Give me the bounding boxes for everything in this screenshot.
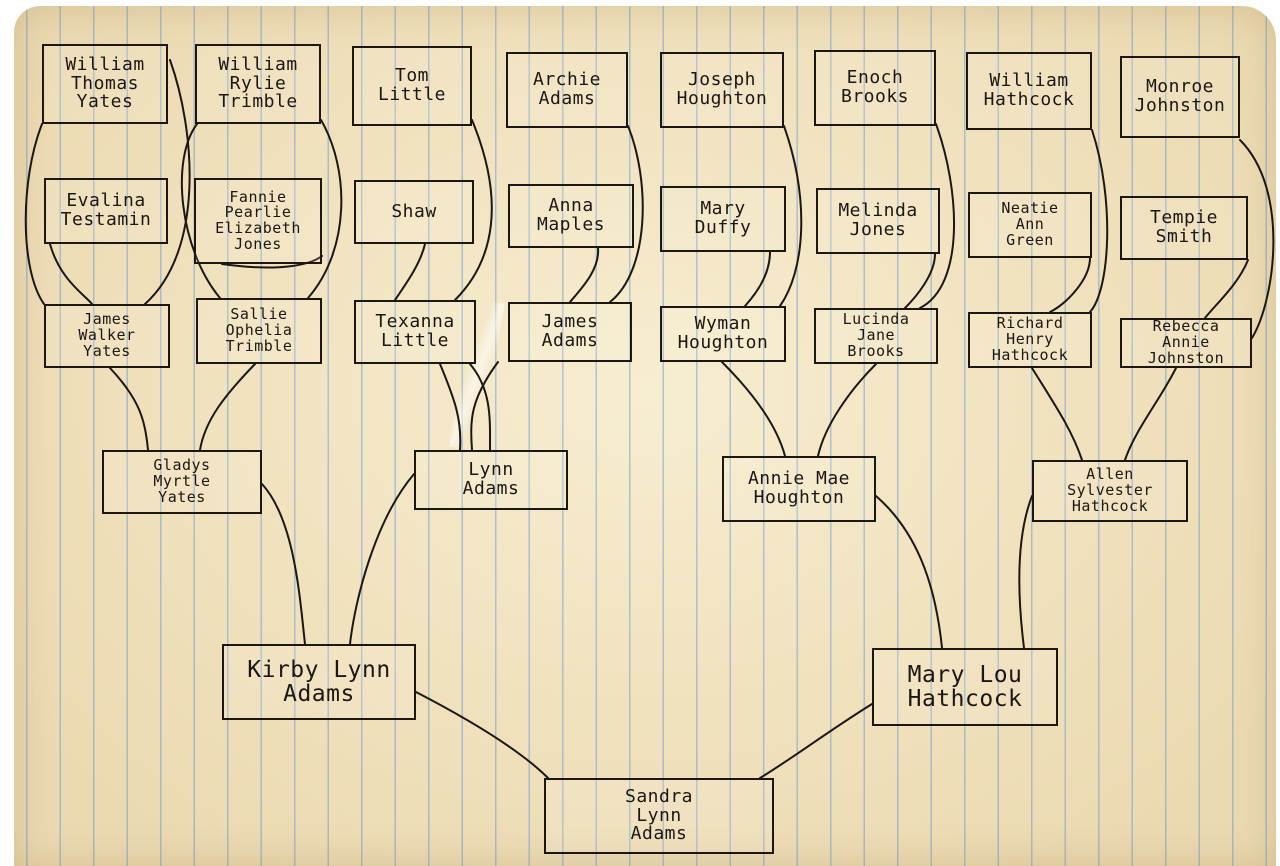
person-tom-little: Tom Little (352, 46, 472, 126)
person-william-thomas-yates: William Thomas Yates (42, 44, 168, 124)
person-wyman-houghton: Wyman Houghton (660, 306, 786, 362)
person-name: Texanna Little (375, 311, 455, 351)
connector-line-16 (1239, 139, 1275, 339)
connector-line-5 (180, 123, 221, 299)
connector-line-19 (199, 363, 256, 451)
person-name: Lynn Adams (462, 459, 520, 499)
connector-line-22 (470, 361, 499, 451)
person-name: William Thomas Yates (65, 53, 145, 113)
person-name: William Rylie Trimble (218, 53, 298, 113)
person-name: Annie Mae Houghton (747, 468, 851, 508)
person-name: Mary Duffy (694, 198, 752, 238)
connector-line-29 (875, 495, 943, 649)
connector-line-2 (144, 59, 191, 305)
person-name: Evalina Testamin (60, 190, 152, 230)
connector-line-17 (1204, 259, 1249, 319)
connector-line-10 (779, 125, 803, 307)
person-lucinda-jane-brooks: Lucinda Jane Brooks (814, 308, 938, 364)
person-allen-sylvester-hathcock: Allen Sylvester Hathcock (1032, 460, 1188, 522)
connector-line-12 (919, 123, 956, 309)
connector-line-0 (24, 123, 45, 305)
person-james-adams: James Adams (508, 302, 632, 362)
person-name: Kirby Lynn Adams (247, 656, 391, 707)
person-shaw: Shaw (354, 180, 474, 244)
connector-line-11 (744, 251, 771, 307)
connector-line-8 (609, 125, 644, 303)
person-gladys-myrtle-yates: Gladys Myrtle Yates (102, 450, 262, 514)
person-name: Gladys Myrtle Yates (153, 456, 211, 506)
person-name: Tempie Smith (1149, 207, 1219, 247)
person-name: Richard Henry Hathcock (991, 314, 1069, 364)
person-name: Rebecca Annie Johnston (1147, 317, 1225, 367)
person-name: Archie Adams (532, 69, 602, 109)
person-rebecca-annie-johnston: Rebecca Annie Johnston (1120, 318, 1252, 368)
connector-line-9 (569, 247, 600, 303)
person-name: Lucinda Jane Brooks (842, 310, 910, 360)
person-name: Tom Little (377, 65, 447, 105)
person-fannie-pearlie-elizabeth-jones: Fannie Pearlie Elizabeth Jones (194, 178, 322, 264)
connector-line-23 (721, 361, 786, 457)
connector-line-26 (1124, 367, 1177, 461)
person-kirby-lynn-adams: Kirby Lynn Adams (222, 644, 416, 720)
connector-line-20 (439, 363, 462, 451)
person-joseph-houghton: Joseph Houghton (660, 52, 784, 128)
person-name: Joseph Houghton (676, 69, 768, 109)
person-enoch-brooks: Enoch Brooks (814, 50, 936, 126)
person-name: James Walker Yates (78, 310, 136, 360)
connector-line-14 (1089, 129, 1109, 313)
notebook-paper (14, 6, 1276, 866)
connector-line-1 (49, 243, 93, 305)
person-name: Monroe Johnston (1134, 76, 1226, 116)
person-name: Anna Maples (536, 195, 606, 235)
connector-line-30 (1018, 495, 1033, 649)
person-mary-lou-hathcock: Mary Lou Hathcock (872, 648, 1058, 726)
person-neatie-ann-green: Neatie Ann Green (968, 192, 1092, 258)
connector-line-15 (1049, 257, 1091, 313)
person-william-hathcock: William Hathcock (966, 52, 1092, 130)
person-william-rylie-trimble: William Rylie Trimble (195, 44, 321, 124)
connector-line-28 (349, 473, 415, 645)
person-richard-henry-hathcock: Richard Henry Hathcock (968, 312, 1092, 368)
person-lynn-adams: Lynn Adams (414, 450, 568, 510)
person-annie-mae-houghton: Annie Mae Houghton (722, 456, 876, 522)
connector-line-27 (261, 483, 306, 645)
connector-line-6 (454, 119, 493, 301)
connector-line-24 (817, 363, 877, 457)
connector-line-25 (1031, 367, 1083, 461)
person-name: Sallie Ophelia Trimble (225, 305, 293, 355)
connector-line-32 (759, 703, 873, 779)
connector-line-4 (221, 255, 323, 269)
person-texanna-little: Texanna Little (354, 300, 476, 364)
person-name: Fannie Pearlie Elizabeth Jones (215, 187, 301, 253)
person-james-walker-yates: James Walker Yates (44, 304, 170, 368)
person-name: Mary Lou Hathcock (907, 661, 1023, 712)
person-name: Shaw (391, 200, 437, 222)
connector-line-31 (415, 691, 549, 779)
person-melinda-jones: Melinda Jones (816, 188, 940, 254)
connector-line-21 (469, 363, 492, 451)
person-monroe-johnston: Monroe Johnston (1120, 56, 1240, 138)
person-sandra-lynn-adams: Sandra Lynn Adams (544, 778, 774, 854)
person-name: James Adams (541, 311, 599, 351)
person-name: Wyman Houghton (677, 313, 769, 353)
connector-line-18 (109, 367, 149, 451)
connector-line-7 (394, 243, 426, 301)
person-name: William Hathcock (983, 70, 1075, 110)
person-name: Sandra Lynn Adams (624, 785, 694, 845)
person-mary-duffy: Mary Duffy (660, 186, 786, 252)
person-archie-adams: Archie Adams (506, 52, 628, 128)
person-name: Allen Sylvester Hathcock (1067, 465, 1153, 515)
person-anna-maples: Anna Maples (508, 184, 634, 248)
person-evalina-testamin: Evalina Testamin (44, 178, 168, 244)
person-name: Melinda Jones (838, 200, 918, 240)
connector-line-13 (904, 253, 936, 309)
person-name: Neatie Ann Green (1001, 199, 1059, 249)
person-name: Enoch Brooks (840, 67, 910, 107)
person-tempie-smith: Tempie Smith (1120, 196, 1248, 260)
connector-line-3 (307, 119, 343, 299)
person-sallie-ophelia-trimble: Sallie Ophelia Trimble (196, 298, 322, 364)
